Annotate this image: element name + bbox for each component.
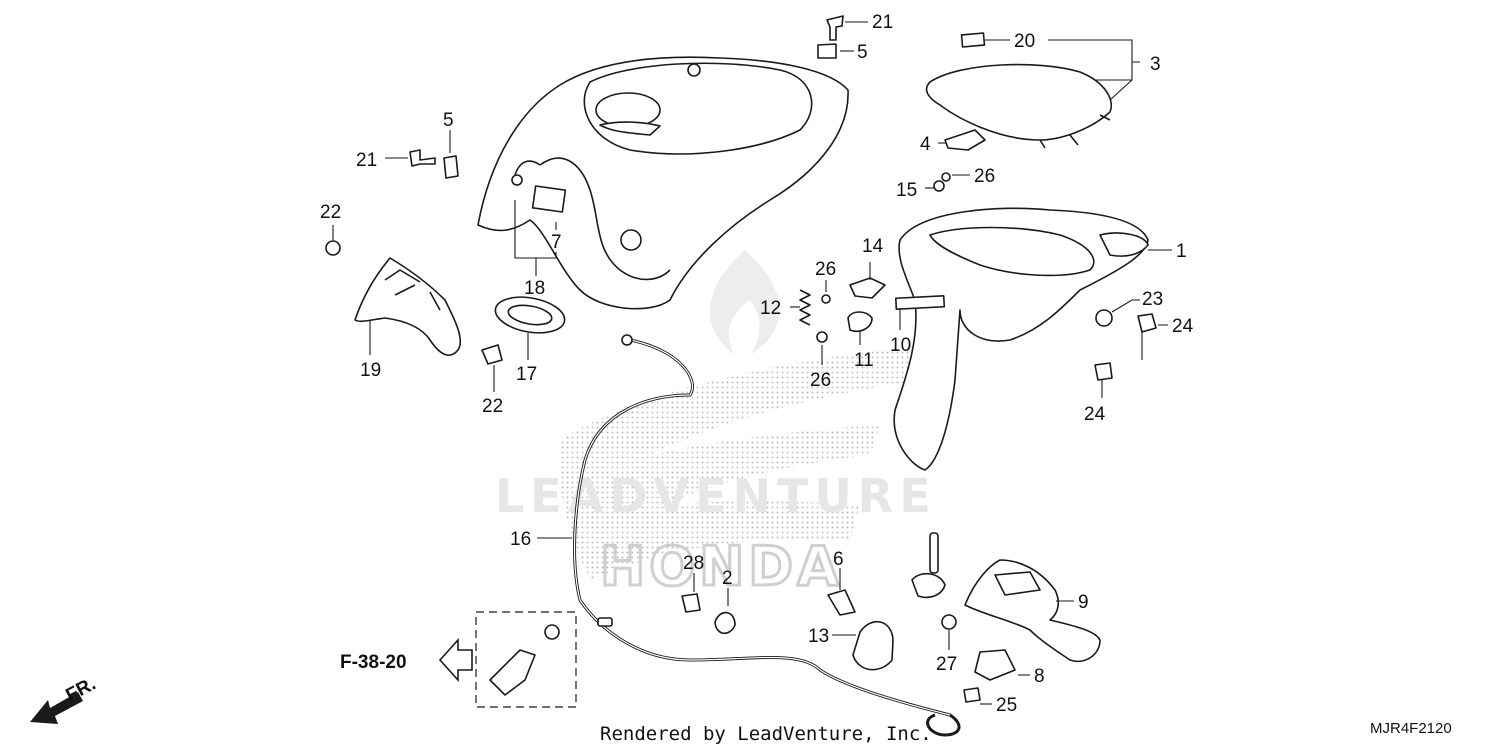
nut-26-right[interactable] — [941, 172, 951, 182]
clip-2[interactable] — [714, 611, 736, 635]
callout-10: 10 — [890, 335, 911, 356]
bolt-28[interactable] — [681, 593, 701, 613]
part-9-switch-panel[interactable] — [964, 559, 1101, 662]
watermark: LEADVENTURE HONDA — [495, 250, 937, 600]
screw-25[interactable] — [963, 687, 981, 703]
callouts: 21 5 20 3 4 15 26 1 23 24 24 10 14 26 12… — [320, 12, 1194, 716]
callout-15: 15 — [896, 180, 917, 201]
callout-26-right: 26 — [974, 166, 995, 187]
callout-1: 1 — [1176, 241, 1187, 262]
part-17-grommet[interactable] — [493, 292, 568, 338]
callout-19: 19 — [360, 360, 381, 381]
reference-link[interactable]: F-38-20 — [340, 637, 473, 683]
callout-21-top: 21 — [872, 12, 893, 33]
fasteners — [325, 15, 1157, 703]
reference-box — [475, 611, 577, 708]
flame-watermark — [709, 250, 780, 355]
front-arrow-icon — [30, 692, 83, 724]
part-18-top-cover[interactable] — [477, 56, 849, 310]
screw-26-low[interactable] — [816, 331, 828, 343]
clip-23[interactable] — [1095, 309, 1113, 327]
callout-26-mid: 26 — [815, 259, 836, 280]
part-16-cable[interactable] — [573, 334, 961, 737]
part-3-lid[interactable] — [925, 63, 1112, 149]
part-10-strip[interactable] — [894, 294, 946, 311]
screw-26-mid[interactable] — [821, 294, 831, 304]
callout-6: 6 — [833, 549, 844, 570]
callout-3: 3 — [1150, 54, 1161, 75]
callout-5-top: 5 — [857, 42, 868, 63]
callout-18: 18 — [524, 278, 545, 299]
callout-12: 12 — [760, 298, 781, 319]
callout-5-left: 5 — [443, 110, 454, 131]
callout-11: 11 — [854, 350, 874, 371]
front-direction-marker: FR. — [30, 674, 99, 724]
clip-22-lower[interactable] — [481, 344, 503, 365]
callout-20: 20 — [1014, 31, 1035, 52]
spring-5-left[interactable] — [443, 155, 459, 179]
screw-15[interactable] — [933, 180, 945, 192]
part-1-luggage-box[interactable] — [893, 207, 1149, 471]
callout-16: 16 — [510, 529, 531, 550]
reference-label[interactable]: F-38-20 — [340, 652, 407, 673]
callout-13: 13 — [808, 626, 829, 647]
part-19-side-cover[interactable] — [354, 257, 462, 356]
callout-24-low: 24 — [1084, 404, 1106, 425]
screw-21-top[interactable] — [826, 15, 844, 41]
callout-21-left: 21 — [356, 150, 377, 171]
spring-5-top[interactable] — [817, 43, 837, 59]
part-8-switch[interactable] — [974, 649, 1016, 681]
callout-24-right: 24 — [1172, 316, 1194, 337]
watermark-text: LEADVENTURE — [495, 469, 937, 523]
callout-27: 27 — [936, 654, 957, 675]
callout-22-left: 22 — [320, 202, 341, 223]
clip-22-left[interactable] — [325, 240, 341, 256]
diagram-code: MJR4F2120 — [1370, 720, 1452, 737]
callout-4: 4 — [920, 134, 931, 155]
callout-17: 17 — [516, 364, 537, 385]
part-12-spring[interactable] — [799, 289, 811, 326]
part-14-latch-plate[interactable] — [849, 277, 886, 299]
part-20-label[interactable] — [960, 32, 986, 48]
callout-9: 9 — [1078, 592, 1089, 613]
callout-23: 23 — [1142, 289, 1163, 310]
part-13-ignition-lock[interactable] — [852, 532, 946, 671]
callout-2: 2 — [722, 568, 733, 589]
nut-24-low[interactable] — [1094, 362, 1113, 381]
reference-arrow-icon[interactable] — [438, 637, 473, 683]
watermark-brand: HONDA — [600, 535, 843, 598]
callout-7: 7 — [551, 232, 562, 253]
callout-28: 28 — [683, 553, 704, 574]
callout-25: 25 — [996, 695, 1017, 716]
part-11-latch[interactable] — [847, 311, 873, 333]
screw-21-left[interactable] — [409, 149, 436, 167]
part-4-bracket[interactable] — [944, 129, 986, 151]
callout-8: 8 — [1034, 666, 1045, 687]
callout-22-low: 22 — [482, 396, 503, 417]
wing-logo-watermark — [559, 345, 930, 580]
nut-24-right[interactable] — [1137, 313, 1157, 333]
footer-credit: Rendered by LeadVenture, Inc. — [600, 723, 932, 745]
part-6-bracket[interactable] — [827, 589, 856, 616]
screw-27[interactable] — [941, 614, 957, 630]
part-7-label[interactable] — [531, 185, 567, 213]
leader-lines — [332, 21, 1172, 705]
callout-26-low: 26 — [810, 370, 831, 391]
callout-14: 14 — [862, 236, 884, 257]
